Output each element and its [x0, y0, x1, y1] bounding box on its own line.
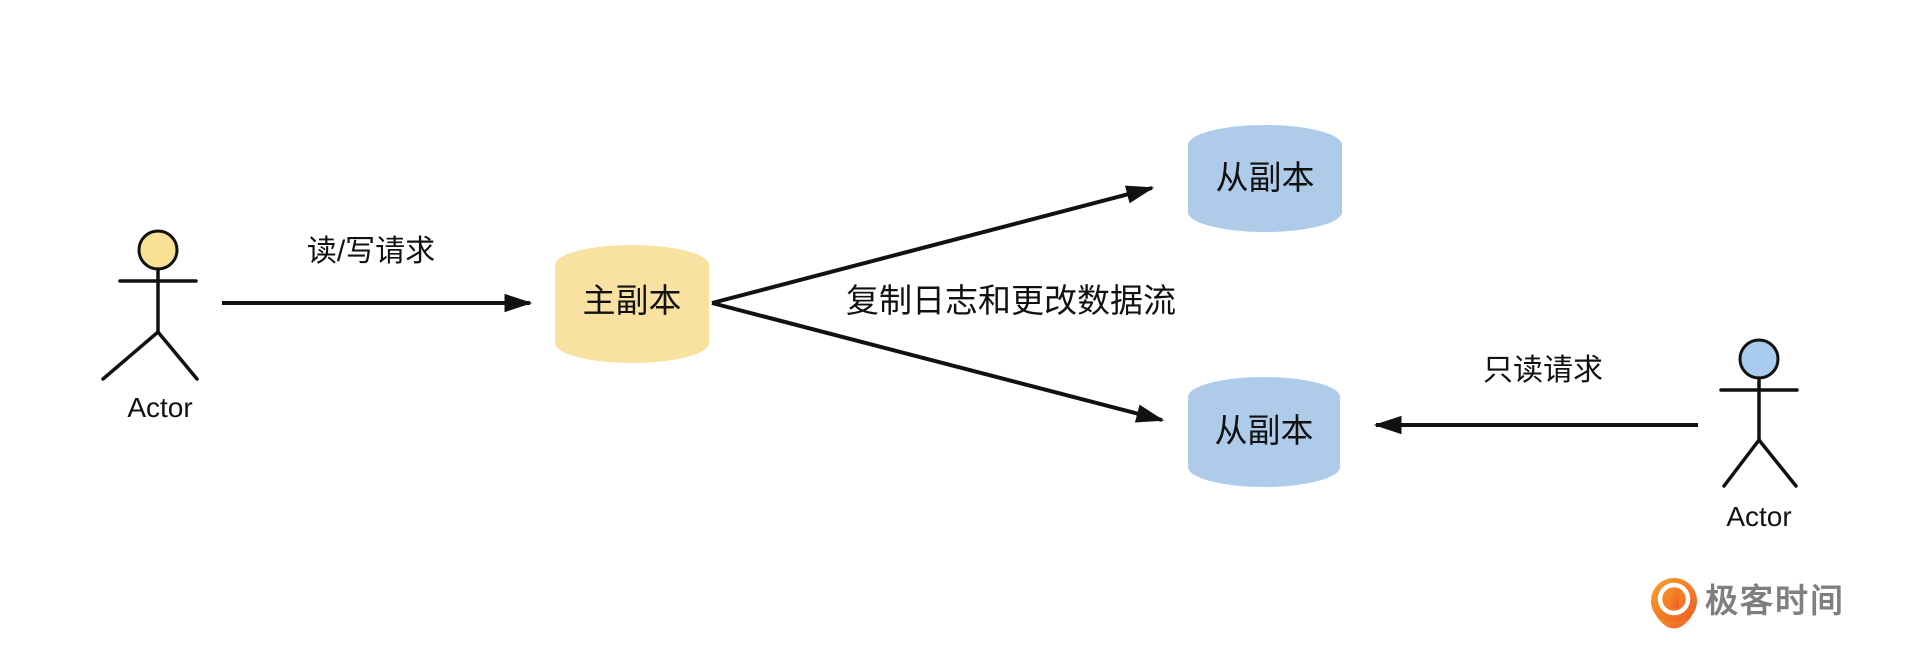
geektime-logo-icon — [1651, 578, 1697, 629]
diagram-arrows — [222, 185, 1698, 435]
master-cylinder — [555, 245, 709, 363]
replica-top-label: 从副本 — [1215, 159, 1315, 197]
replication-arrow-top — [711, 185, 1155, 305]
actor-right-head — [1738, 338, 1780, 380]
actor-left-figure — [101, 229, 199, 381]
replica-top-cylinder — [1188, 125, 1342, 232]
actor-left-head — [137, 229, 179, 271]
actor-left-label: Actor — [127, 392, 193, 423]
replica-bottom-label: 从副本 — [1214, 411, 1314, 449]
read-write-request-label: 读/写请求 — [306, 235, 436, 268]
geektime-logo-text: 极客时间 — [1705, 582, 1845, 619]
replication-stream-label: 复制日志和更改数据流 — [846, 282, 1176, 319]
replication-arrow-bottom — [711, 301, 1165, 423]
master-replica-label: 主副本 — [582, 281, 682, 319]
actor-right-label: Actor — [1726, 501, 1792, 532]
read-only-request-label: 只读请求 — [1483, 354, 1603, 387]
actor-right-figure — [1719, 338, 1799, 488]
replica-bottom-cylinder — [1188, 377, 1340, 487]
